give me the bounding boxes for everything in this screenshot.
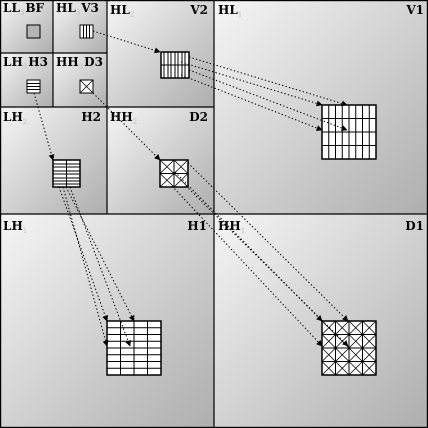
label-hl2-name: HL2	[110, 3, 134, 19]
block-lh2	[52, 159, 81, 188]
label-hl2-suffix: V2	[189, 3, 208, 17]
block-hl3	[79, 24, 94, 39]
label-lh1-name: LH1	[3, 219, 27, 235]
label-ll3: LL3BF	[3, 1, 44, 17]
arrow-hh2-hh1-b	[174, 171, 323, 322]
label-lh1-suffix: H1	[187, 219, 207, 233]
arrow-hh2-hh1-d	[171, 185, 323, 347]
block-lh1	[106, 320, 162, 376]
label-lh2-suffix: H2	[81, 110, 101, 124]
label-hl1-suffix: V1	[405, 3, 424, 17]
label-hl3: HL3V3	[56, 1, 99, 17]
block-hh3	[79, 79, 94, 94]
label-hl1-name: HL1	[218, 3, 242, 19]
arrow-lh2-lh1-c	[62, 186, 109, 347]
label-lh3: LH3H3	[3, 55, 48, 71]
arrow-lh3-lh2	[33, 92, 55, 161]
label-hh2-name: HH2	[110, 110, 137, 126]
block-hh2	[159, 159, 189, 188]
arrow-hl2-hl1-b	[180, 61, 323, 107]
subband-hh1	[214, 214, 428, 428]
label-hh1-name: HH1	[218, 219, 245, 235]
arrow-hh2-hh1-a	[187, 162, 349, 322]
block-hl1	[321, 104, 377, 160]
arrow-hl2-hl1-c	[188, 69, 348, 131]
coefficient-blocks	[26, 24, 377, 376]
block-hl2	[160, 51, 190, 79]
parent-child-arrows	[33, 30, 349, 347]
arrow-lh2-lh1-d	[69, 186, 131, 347]
label-hh3: HH3D3	[56, 55, 103, 71]
arrow-hl2-hl1-a	[188, 56, 348, 107]
label-hh2-suffix: D2	[189, 110, 208, 124]
block-hh1	[321, 320, 377, 376]
subband-hl1	[214, 0, 428, 214]
arrow-hh3-hh2	[92, 92, 161, 161]
label-lh2-name: LH2	[3, 110, 27, 126]
block-lh3	[26, 79, 41, 94]
block-ll3	[26, 24, 41, 39]
label-hh1-suffix: D1	[405, 219, 424, 233]
arrow-hl2-hl1-d	[180, 74, 323, 131]
arrow-hl3-hl2	[92, 30, 161, 54]
subband-labels: LL3BF HL3V3 LH3H3 HH3D3 HL2 V2 LH2 H2 HH…	[3, 1, 424, 235]
